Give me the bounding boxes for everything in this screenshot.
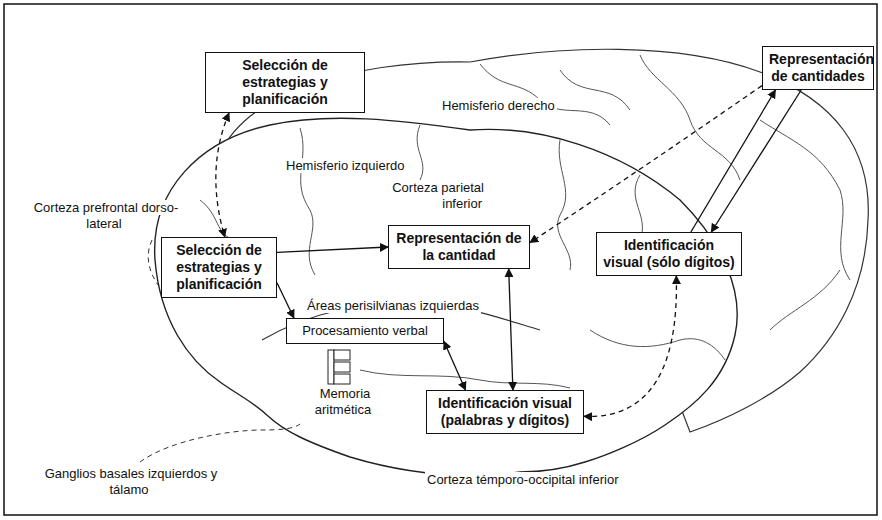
sulcus <box>760 120 850 280</box>
leader-line <box>148 240 158 285</box>
sulcus <box>640 55 740 180</box>
label-text: Corteza prefrontal dorso-lateral <box>32 200 179 231</box>
sulcus <box>635 175 642 240</box>
dashed-connector <box>530 86 762 243</box>
sulcus <box>417 125 423 180</box>
left-hemisphere <box>155 118 738 475</box>
box-text: Identificación visual (sólo dígitos) <box>603 237 735 271</box>
connector <box>277 283 294 318</box>
box-text: Selección de estrategias y planificación <box>212 57 358 108</box>
region-label: Hemisferio izquierdo <box>284 158 434 174</box>
region-label: Corteza parietal inferior <box>372 180 484 212</box>
visual-box: Identificación visual (palabras y dígito… <box>426 390 584 434</box>
region-label: Ganglios basales izquierdos y tálamo <box>40 466 220 498</box>
quantity-box: Representación de la cantidad <box>388 225 530 269</box>
visual-box: Identificación visual (sólo dígitos) <box>596 232 742 276</box>
box-text: Selección de estrategias y planificación <box>168 242 270 293</box>
region-label: Áreas perisilvianas izquierdas <box>305 298 505 314</box>
quantity-box: Representación de cantidades <box>762 46 874 90</box>
strategy-box: Selección de estrategias y planificación <box>161 237 277 298</box>
connector <box>277 247 388 252</box>
sulcus <box>360 370 570 388</box>
label-text: Ganglios basales izquierdos y tálamo <box>43 466 218 497</box>
label-text: Corteza témporo-occipital inferior <box>425 472 620 487</box>
sulcus <box>590 330 725 360</box>
region-label: Corteza prefrontal dorso-lateral <box>30 200 180 232</box>
verbal-box: Procesamiento verbal <box>286 318 444 344</box>
connector <box>711 90 801 232</box>
label-text: Hemisferio izquierdo <box>284 158 407 173</box>
dashed-connector <box>584 276 676 416</box>
region-label: Corteza témporo-occipital inferior <box>425 472 665 488</box>
frame <box>4 4 877 515</box>
connector <box>444 341 466 390</box>
label-text: Corteza parietal inferior <box>390 180 484 211</box>
connector <box>509 269 513 390</box>
region-label: Memoria aritmética <box>300 386 388 418</box>
connector <box>691 90 776 232</box>
sulcus <box>770 270 840 330</box>
box-text: Representación de cantidades <box>769 51 867 85</box>
label-text: Hemisferio derecho <box>440 98 557 113</box>
label-text: Memoria aritmética <box>315 386 373 417</box>
sulcus <box>558 140 571 270</box>
sulcus <box>560 70 630 110</box>
memory-icon <box>328 350 350 384</box>
strategy-box: Selección de estrategias y planificación <box>205 52 365 113</box>
box-text: Procesamiento verbal <box>293 323 437 339</box>
sulcus <box>300 128 315 275</box>
region-label: Hemisferio derecho <box>440 98 590 114</box>
leader-line <box>140 424 300 462</box>
dashed-connector <box>216 113 229 237</box>
box-text: Identificación visual (palabras y dígito… <box>433 395 577 429</box>
label-text: Áreas perisilvianas izquierdas <box>305 298 481 313</box>
box-text: Representación de la cantidad <box>395 230 523 264</box>
sulcus <box>480 64 610 125</box>
